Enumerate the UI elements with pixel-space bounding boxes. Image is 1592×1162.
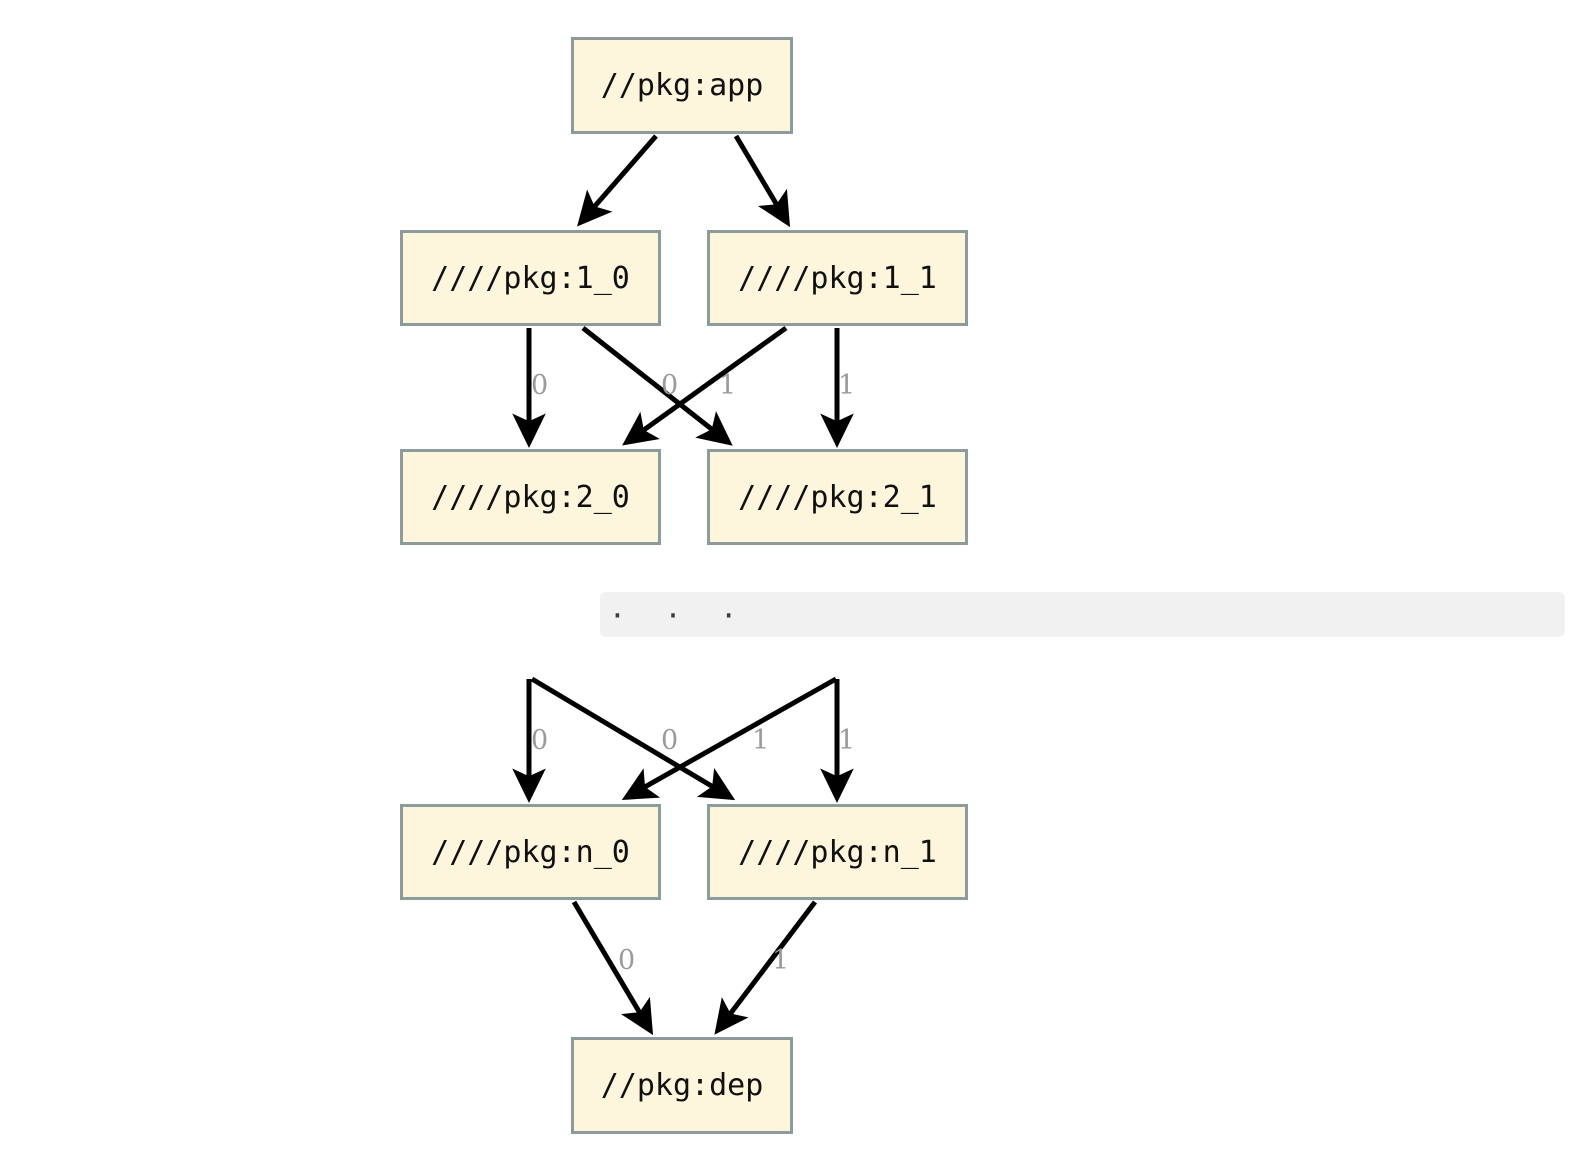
edge-n_1-to-dep	[714, 900, 817, 1035]
node-pkg-n_0[interactable]: ////pkg:n_0	[400, 804, 661, 900]
edge-truncated-to-n_1-cross	[530, 676, 736, 801]
edge-label-truncated-to-n_1-straight: 1	[838, 725, 856, 756]
node-pkg-2_1[interactable]: ////pkg:2_1	[707, 449, 968, 545]
edge-n_0-to-dep	[571, 900, 654, 1036]
truncation-ellipsis-bar: · · ·	[600, 592, 1565, 637]
edge-label-1_0-to-2_0: 0	[531, 370, 549, 401]
edge-label-n_0-to-dep: 0	[618, 945, 636, 976]
node-pkg-1_0[interactable]: ////pkg:1_0	[400, 230, 661, 326]
edge-label-truncated-to-n_0-straight: 0	[531, 725, 549, 756]
edge-label-1_1-to-2_0: 1	[719, 370, 737, 401]
edge-1_0-to-2_1	[581, 326, 733, 446]
node-pkg-2_0[interactable]: ////pkg:2_0	[400, 449, 661, 545]
edge-app-to-1_0	[577, 134, 658, 227]
ellipsis-dots: · · ·	[612, 596, 752, 636]
node-pkg-1_1[interactable]: ////pkg:1_1	[707, 230, 968, 326]
edge-truncated-to-n_0-cross	[621, 676, 838, 800]
edge-1_1-to-2_0	[622, 325, 788, 446]
edge-label-1_1-to-2_1: 1	[838, 370, 856, 401]
edge-label-1_0-to-2_1: 0	[661, 370, 679, 401]
edge-label-truncated-to-n_1-cross: 0	[661, 725, 679, 756]
node-pkg-dep[interactable]: //pkg:dep	[571, 1037, 793, 1134]
node-pkg-app[interactable]: //pkg:app	[571, 37, 793, 134]
edge-label-truncated-to-n_0-cross: 1	[752, 725, 770, 756]
edge-app-to-1_1	[733, 134, 791, 228]
node-pkg-n_1[interactable]: ////pkg:n_1	[707, 804, 968, 900]
edge-label-n_1-to-dep: 1	[772, 945, 790, 976]
